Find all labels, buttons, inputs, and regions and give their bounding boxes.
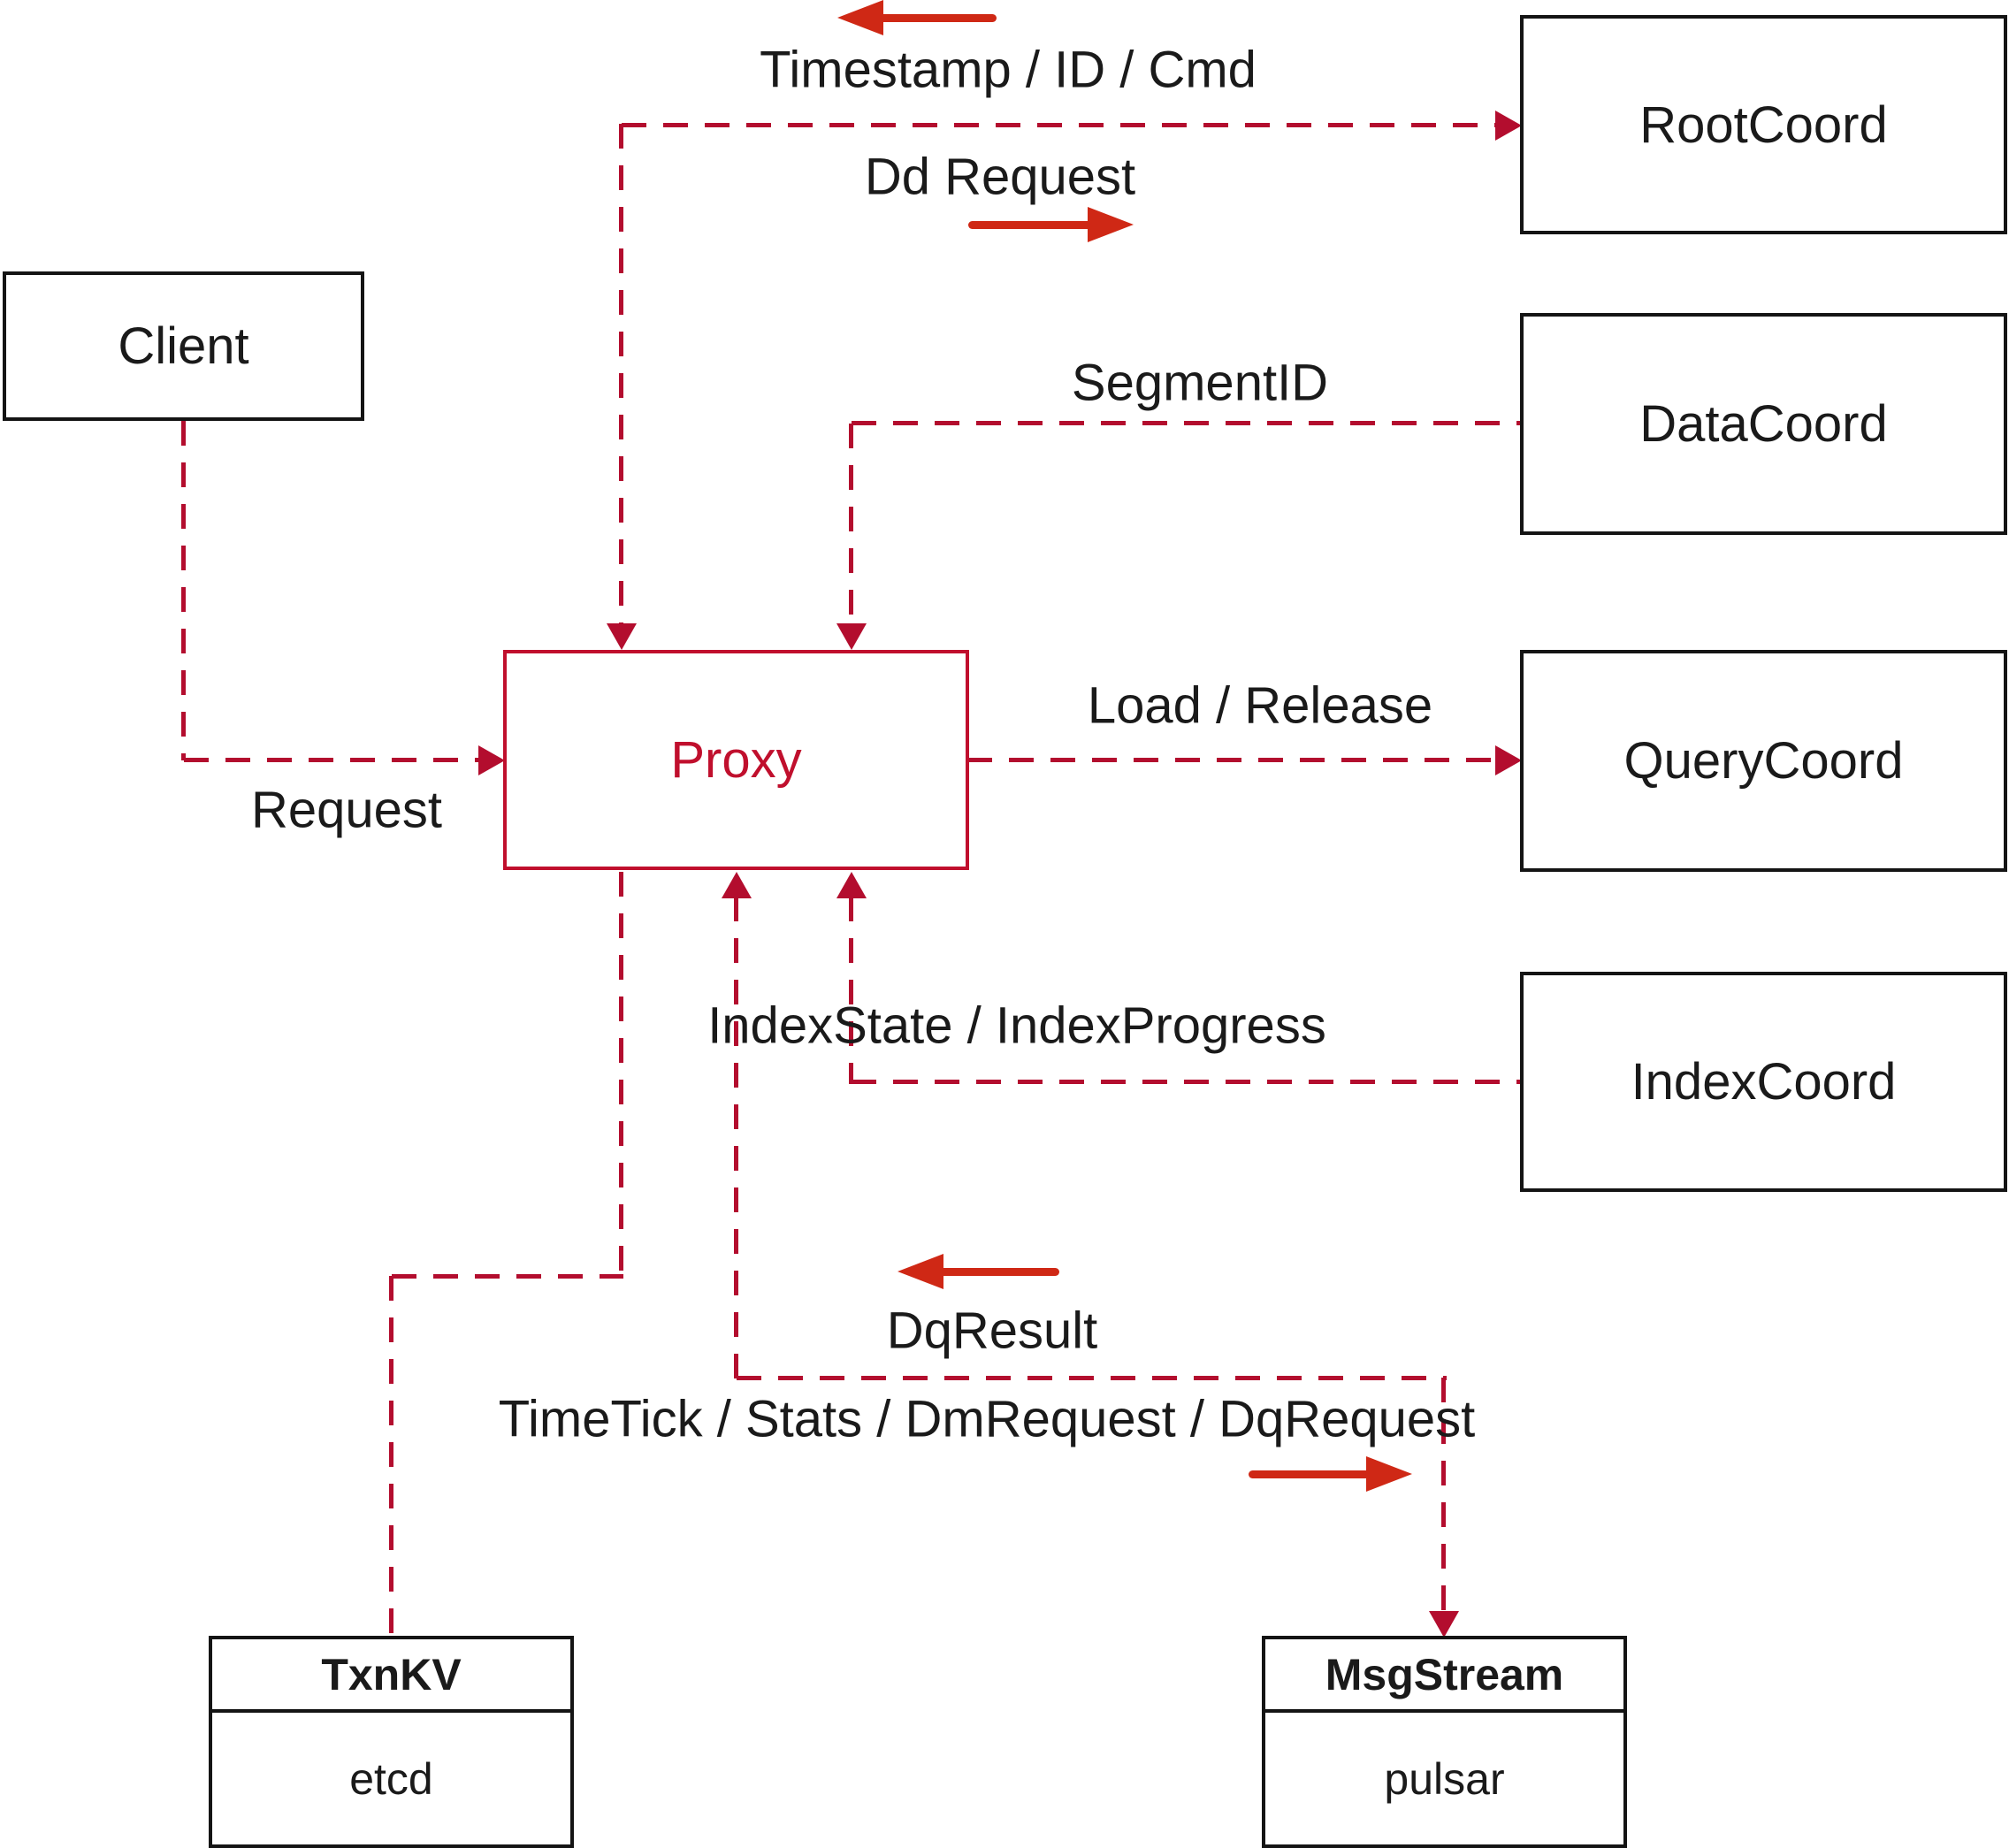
msgstream-node-title: MsgStream xyxy=(1265,1639,1623,1713)
edge-proxy-rootcoord-horizontal xyxy=(622,123,1495,127)
msgstream-node-body: pulsar xyxy=(1265,1713,1623,1844)
edge-indexcoord-proxy-vertical xyxy=(849,897,853,1084)
label-segment-id: SegmentID xyxy=(1071,354,1329,412)
dd-request-right-arrow-tail-icon xyxy=(968,221,1092,229)
edge-proxy-txnkv-vertical-upper xyxy=(619,872,623,1279)
timestamp-left-arrow-head-icon xyxy=(837,0,883,35)
dq-result-left-arrow-tail-icon xyxy=(936,1268,1059,1276)
arrowhead-down-into-proxy-left-icon xyxy=(607,623,637,650)
txnkv-node-body: etcd xyxy=(212,1713,570,1844)
querycoord-node-label: QueryCoord xyxy=(1623,732,1904,790)
txnkv-node: TxnKV etcd xyxy=(209,1636,574,1848)
txnkv-subtitle-text: etcd xyxy=(349,1753,433,1804)
time-tick-right-arrow-head-icon xyxy=(1366,1456,1412,1492)
txnkv-title-text: TxnKV xyxy=(321,1649,462,1699)
arrowhead-into-proxy-icon xyxy=(478,745,505,775)
label-dd-request: Dd Request xyxy=(864,148,1136,206)
proxy-node: Proxy xyxy=(503,650,969,870)
time-tick-right-arrow-tail-icon xyxy=(1249,1470,1371,1478)
edge-proxy-txnkv-horizontal xyxy=(392,1274,623,1279)
arrowhead-into-querycoord-icon xyxy=(1495,745,1522,775)
edge-datacoord-proxy-horizontal xyxy=(852,421,1522,425)
edge-datacoord-proxy-vertical xyxy=(849,424,853,627)
label-timestamp-id-cmd: Timestamp / ID / Cmd xyxy=(760,41,1257,99)
msgstream-subtitle-text: pulsar xyxy=(1384,1753,1505,1804)
edge-proxy-msgstream-vertical-right xyxy=(1441,1378,1446,1611)
edge-proxy-querycoord-horizontal xyxy=(967,758,1495,762)
indexcoord-node: IndexCoord xyxy=(1520,972,2007,1192)
rootcoord-node: RootCoord xyxy=(1520,15,2007,234)
rootcoord-node-label: RootCoord xyxy=(1639,95,1888,154)
edge-indexcoord-proxy-horizontal xyxy=(852,1080,1522,1084)
msgstream-node: MsgStream pulsar xyxy=(1262,1636,1627,1848)
proxy-node-label: Proxy xyxy=(670,731,802,789)
label-request: Request xyxy=(250,781,443,839)
indexcoord-node-label: IndexCoord xyxy=(1631,1053,1897,1111)
edge-client-proxy-horizontal xyxy=(184,758,478,762)
edge-proxy-rootcoord-vertical xyxy=(619,124,623,628)
edge-proxy-msgstream-horizontal xyxy=(737,1376,1447,1380)
label-time-tick: TimeTick / Stats / DmRequest / DqRequest xyxy=(498,1390,1476,1448)
edge-proxy-txnkv-vertical-lower xyxy=(389,1276,393,1638)
client-node: Client xyxy=(3,271,364,421)
edge-proxy-msgstream-vertical-left xyxy=(734,897,738,1380)
arrowhead-up-into-proxy-right-icon xyxy=(836,872,867,898)
datacoord-node: DataCoord xyxy=(1520,313,2007,535)
dq-result-left-arrow-head-icon xyxy=(898,1254,943,1289)
label-index-state: IndexState / IndexProgress xyxy=(707,997,1326,1055)
querycoord-node: QueryCoord xyxy=(1520,650,2007,872)
label-load-release: Load / Release xyxy=(1087,676,1433,735)
edge-client-proxy-vertical xyxy=(181,421,186,760)
arrowhead-into-msgstream-icon xyxy=(1429,1611,1459,1638)
timestamp-left-arrow-tail-icon xyxy=(875,14,997,22)
client-node-label: Client xyxy=(118,317,249,375)
msgstream-title-text: MsgStream xyxy=(1325,1649,1564,1699)
arrowhead-into-rootcoord-icon xyxy=(1495,111,1522,141)
datacoord-node-label: DataCoord xyxy=(1639,395,1888,453)
txnkv-node-title: TxnKV xyxy=(212,1639,570,1713)
arrowhead-up-into-proxy-left-icon xyxy=(722,872,752,898)
arrowhead-down-into-proxy-right-icon xyxy=(836,623,867,650)
dd-request-right-arrow-head-icon xyxy=(1088,207,1134,242)
label-dq-result: DqResult xyxy=(886,1302,1098,1360)
